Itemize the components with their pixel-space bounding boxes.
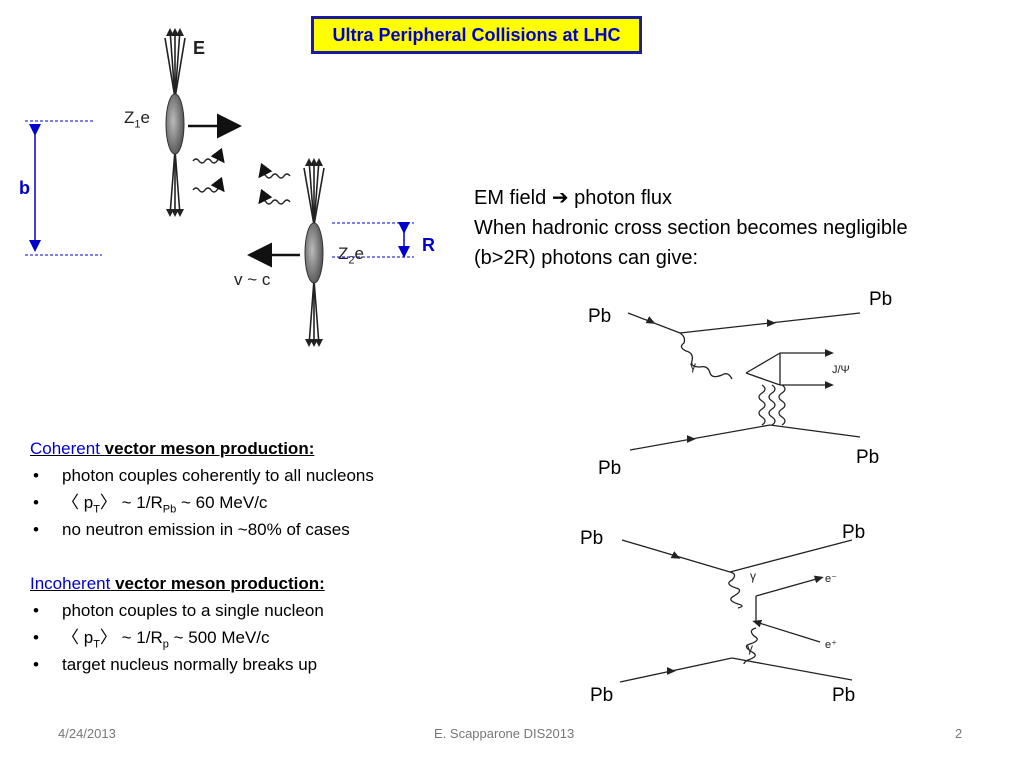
collision-schematic bbox=[25, 28, 414, 347]
pb-label: Pb bbox=[842, 522, 866, 543]
jpsi-label: J/Ψ bbox=[832, 364, 850, 376]
gamma-label: γ bbox=[750, 569, 756, 583]
pb-label: Pb bbox=[588, 306, 612, 327]
feynman-diagram-ee: γ γ e⁻ e⁺ bbox=[620, 539, 853, 683]
z2e-label: Z2e bbox=[338, 244, 364, 267]
field-label: E bbox=[193, 38, 206, 58]
coherent-section: Coherent vector meson production: •photo… bbox=[30, 435, 470, 543]
pb-label: Pb bbox=[832, 685, 856, 706]
page-number: 2 bbox=[955, 726, 963, 741]
velocity-label: v ~ c bbox=[234, 270, 271, 289]
bullet-item: •no neutron emission in ~80% of cases bbox=[33, 520, 350, 539]
em-line2: When hadronic cross section becomes negl… bbox=[474, 217, 908, 239]
em-field-text: EM field ➔ photon flux When hadronic cro… bbox=[474, 183, 908, 273]
em-line1-a: EM field bbox=[474, 187, 547, 209]
gamma-label: γ bbox=[747, 641, 753, 655]
bullet-item: •〈 pT〉 ~ 1/RPb ~ 60 MeV/c bbox=[33, 493, 268, 516]
bullet-item: •〈 pT〉 ~ 1/Rp ~ 500 MeV/c bbox=[33, 628, 270, 651]
bullet-item: •target nucleus normally breaks up bbox=[33, 655, 318, 674]
electron-label: e⁻ bbox=[825, 573, 837, 585]
pb-label: Pb bbox=[598, 458, 622, 479]
z1e-label: Z1e bbox=[124, 108, 150, 131]
feynman-diagram-jpsi: γ J/Ψ bbox=[627, 312, 861, 451]
gamma-label: γ bbox=[690, 359, 696, 373]
incoherent-section: Incoherent vector meson production: •pho… bbox=[30, 570, 470, 678]
impact-parameter-label: b bbox=[19, 178, 30, 198]
slide-title: Ultra Peripheral Collisions at LHC bbox=[311, 16, 642, 54]
em-line3: (b>2R) photons can give: bbox=[474, 247, 699, 269]
bullet-item: •photon couples to a single nucleon bbox=[33, 601, 324, 620]
incoherent-heading: Incoherent vector meson production: bbox=[30, 574, 325, 593]
footer-date: 4/24/2013 bbox=[58, 726, 116, 741]
radius-label: R bbox=[422, 235, 435, 255]
bullet-item: •photon couples coherently to all nucleo… bbox=[33, 466, 374, 485]
pb-label: Pb bbox=[580, 528, 604, 549]
pb-label: Pb bbox=[590, 685, 614, 706]
right-arrow-icon: ➔ bbox=[551, 187, 569, 209]
pb-label: Pb bbox=[856, 447, 880, 468]
coherent-heading: Coherent vector meson production: bbox=[30, 439, 315, 458]
pb-label: Pb bbox=[869, 289, 893, 310]
footer-author: E. Scapparone DIS2013 bbox=[434, 726, 575, 741]
positron-label: e⁺ bbox=[825, 639, 837, 651]
em-line1-b: photon flux bbox=[574, 187, 672, 209]
